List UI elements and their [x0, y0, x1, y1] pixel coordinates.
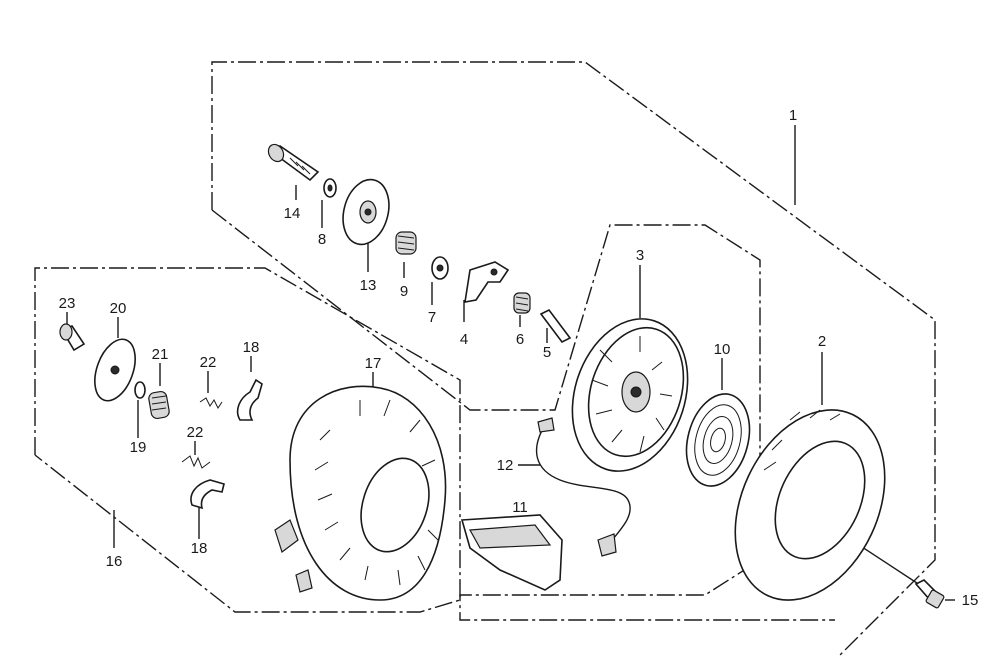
part-5-pin: [539, 308, 572, 344]
callout-19: 19: [130, 439, 147, 456]
callout-13: 13: [360, 277, 377, 294]
callout-9: 9: [400, 283, 408, 300]
callout-10: 10: [714, 341, 731, 358]
assembly-outline-16: [34, 267, 461, 613]
part-17-housing: [274, 385, 447, 601]
callout-12: 12: [497, 457, 514, 474]
part-15-bolt: [914, 579, 945, 609]
callout-11: 11: [512, 499, 528, 516]
part-6-spring: [513, 292, 531, 314]
part-10-spring: [685, 393, 751, 487]
part-22a-spring: [199, 397, 223, 409]
assembly-outline-1-lower: [211, 209, 835, 621]
part-11-grip: [460, 514, 563, 591]
callout-17: 17: [365, 355, 382, 372]
callout-5: 5: [543, 344, 551, 361]
callout-2: 2: [818, 333, 826, 350]
callout-8: 8: [318, 231, 326, 248]
callout-4: 4: [460, 331, 468, 348]
part-20-plate: [94, 338, 136, 402]
callout-23: 23: [59, 295, 76, 312]
callout-3: 3: [636, 247, 644, 264]
callout-15: 15: [962, 592, 979, 609]
part-4-pawl: [464, 261, 510, 303]
callout-18b: 18: [191, 540, 208, 557]
part-2-case: [734, 409, 886, 601]
part-7-washer: [431, 256, 449, 280]
part-3-reel: [571, 318, 689, 472]
callout-21: 21: [152, 346, 169, 363]
callout-16: 16: [106, 553, 123, 570]
part-9-spring: [395, 231, 417, 255]
callout-18a: 18: [243, 339, 260, 356]
part-23-bolt: [59, 323, 86, 352]
part-8-washer: [323, 178, 337, 198]
assembly-outline-1: [211, 61, 936, 657]
part-13-pulley: [342, 178, 390, 246]
part-12-rope: [535, 417, 631, 557]
callout-22b: 22: [187, 424, 204, 441]
part-19-washer: [134, 381, 146, 399]
part-22b-spring: [181, 455, 211, 469]
callout-7: 7: [428, 309, 436, 326]
callout-14: 14: [284, 205, 301, 222]
callout-1: 1: [789, 107, 797, 124]
part-18a-link: [236, 378, 263, 421]
callout-6: 6: [516, 331, 524, 348]
part-18b-link: [190, 479, 225, 510]
callout-20: 20: [110, 300, 127, 317]
part-21-spring: [148, 390, 170, 420]
part-14-shaft: [267, 143, 320, 182]
callout-22a: 22: [200, 354, 217, 371]
